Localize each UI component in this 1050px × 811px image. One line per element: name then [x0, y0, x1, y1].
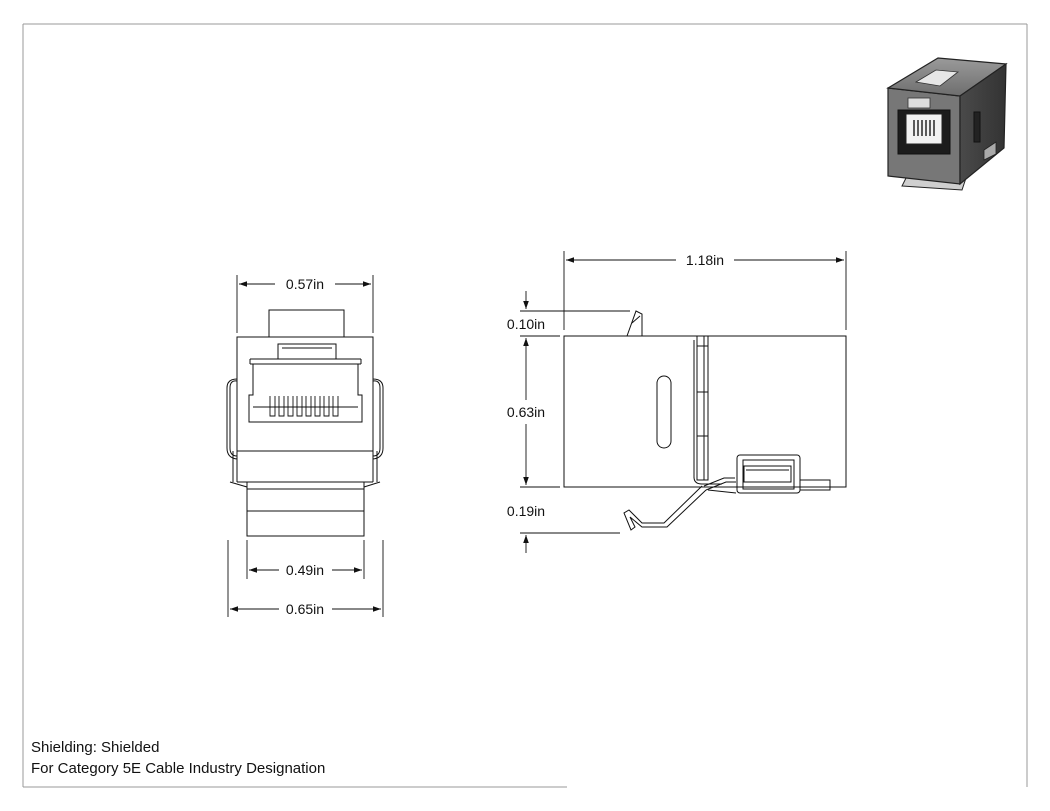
shielding-note: Shielding: Shielded [31, 739, 160, 756]
dim-latch-height: 0.10in [507, 316, 545, 332]
sheet-border [22, 23, 1028, 788]
dim-clip-height: 0.19in [507, 503, 545, 519]
front-view-dimensions [227, 275, 384, 617]
isometric-thumbnail [886, 57, 1008, 191]
side-view [563, 310, 847, 531]
category-note: For Category 5E Cable Industry Designati… [31, 760, 326, 777]
dim-length: 1.18in [686, 252, 724, 268]
dim-width-top: 0.57in [286, 276, 324, 292]
side-view-dimensions [520, 251, 847, 553]
dim-body-height: 0.63in [507, 404, 545, 420]
front-view [226, 309, 384, 537]
dim-width-plug: 0.49in [286, 562, 324, 578]
dim-width-overall: 0.65in [286, 601, 324, 617]
